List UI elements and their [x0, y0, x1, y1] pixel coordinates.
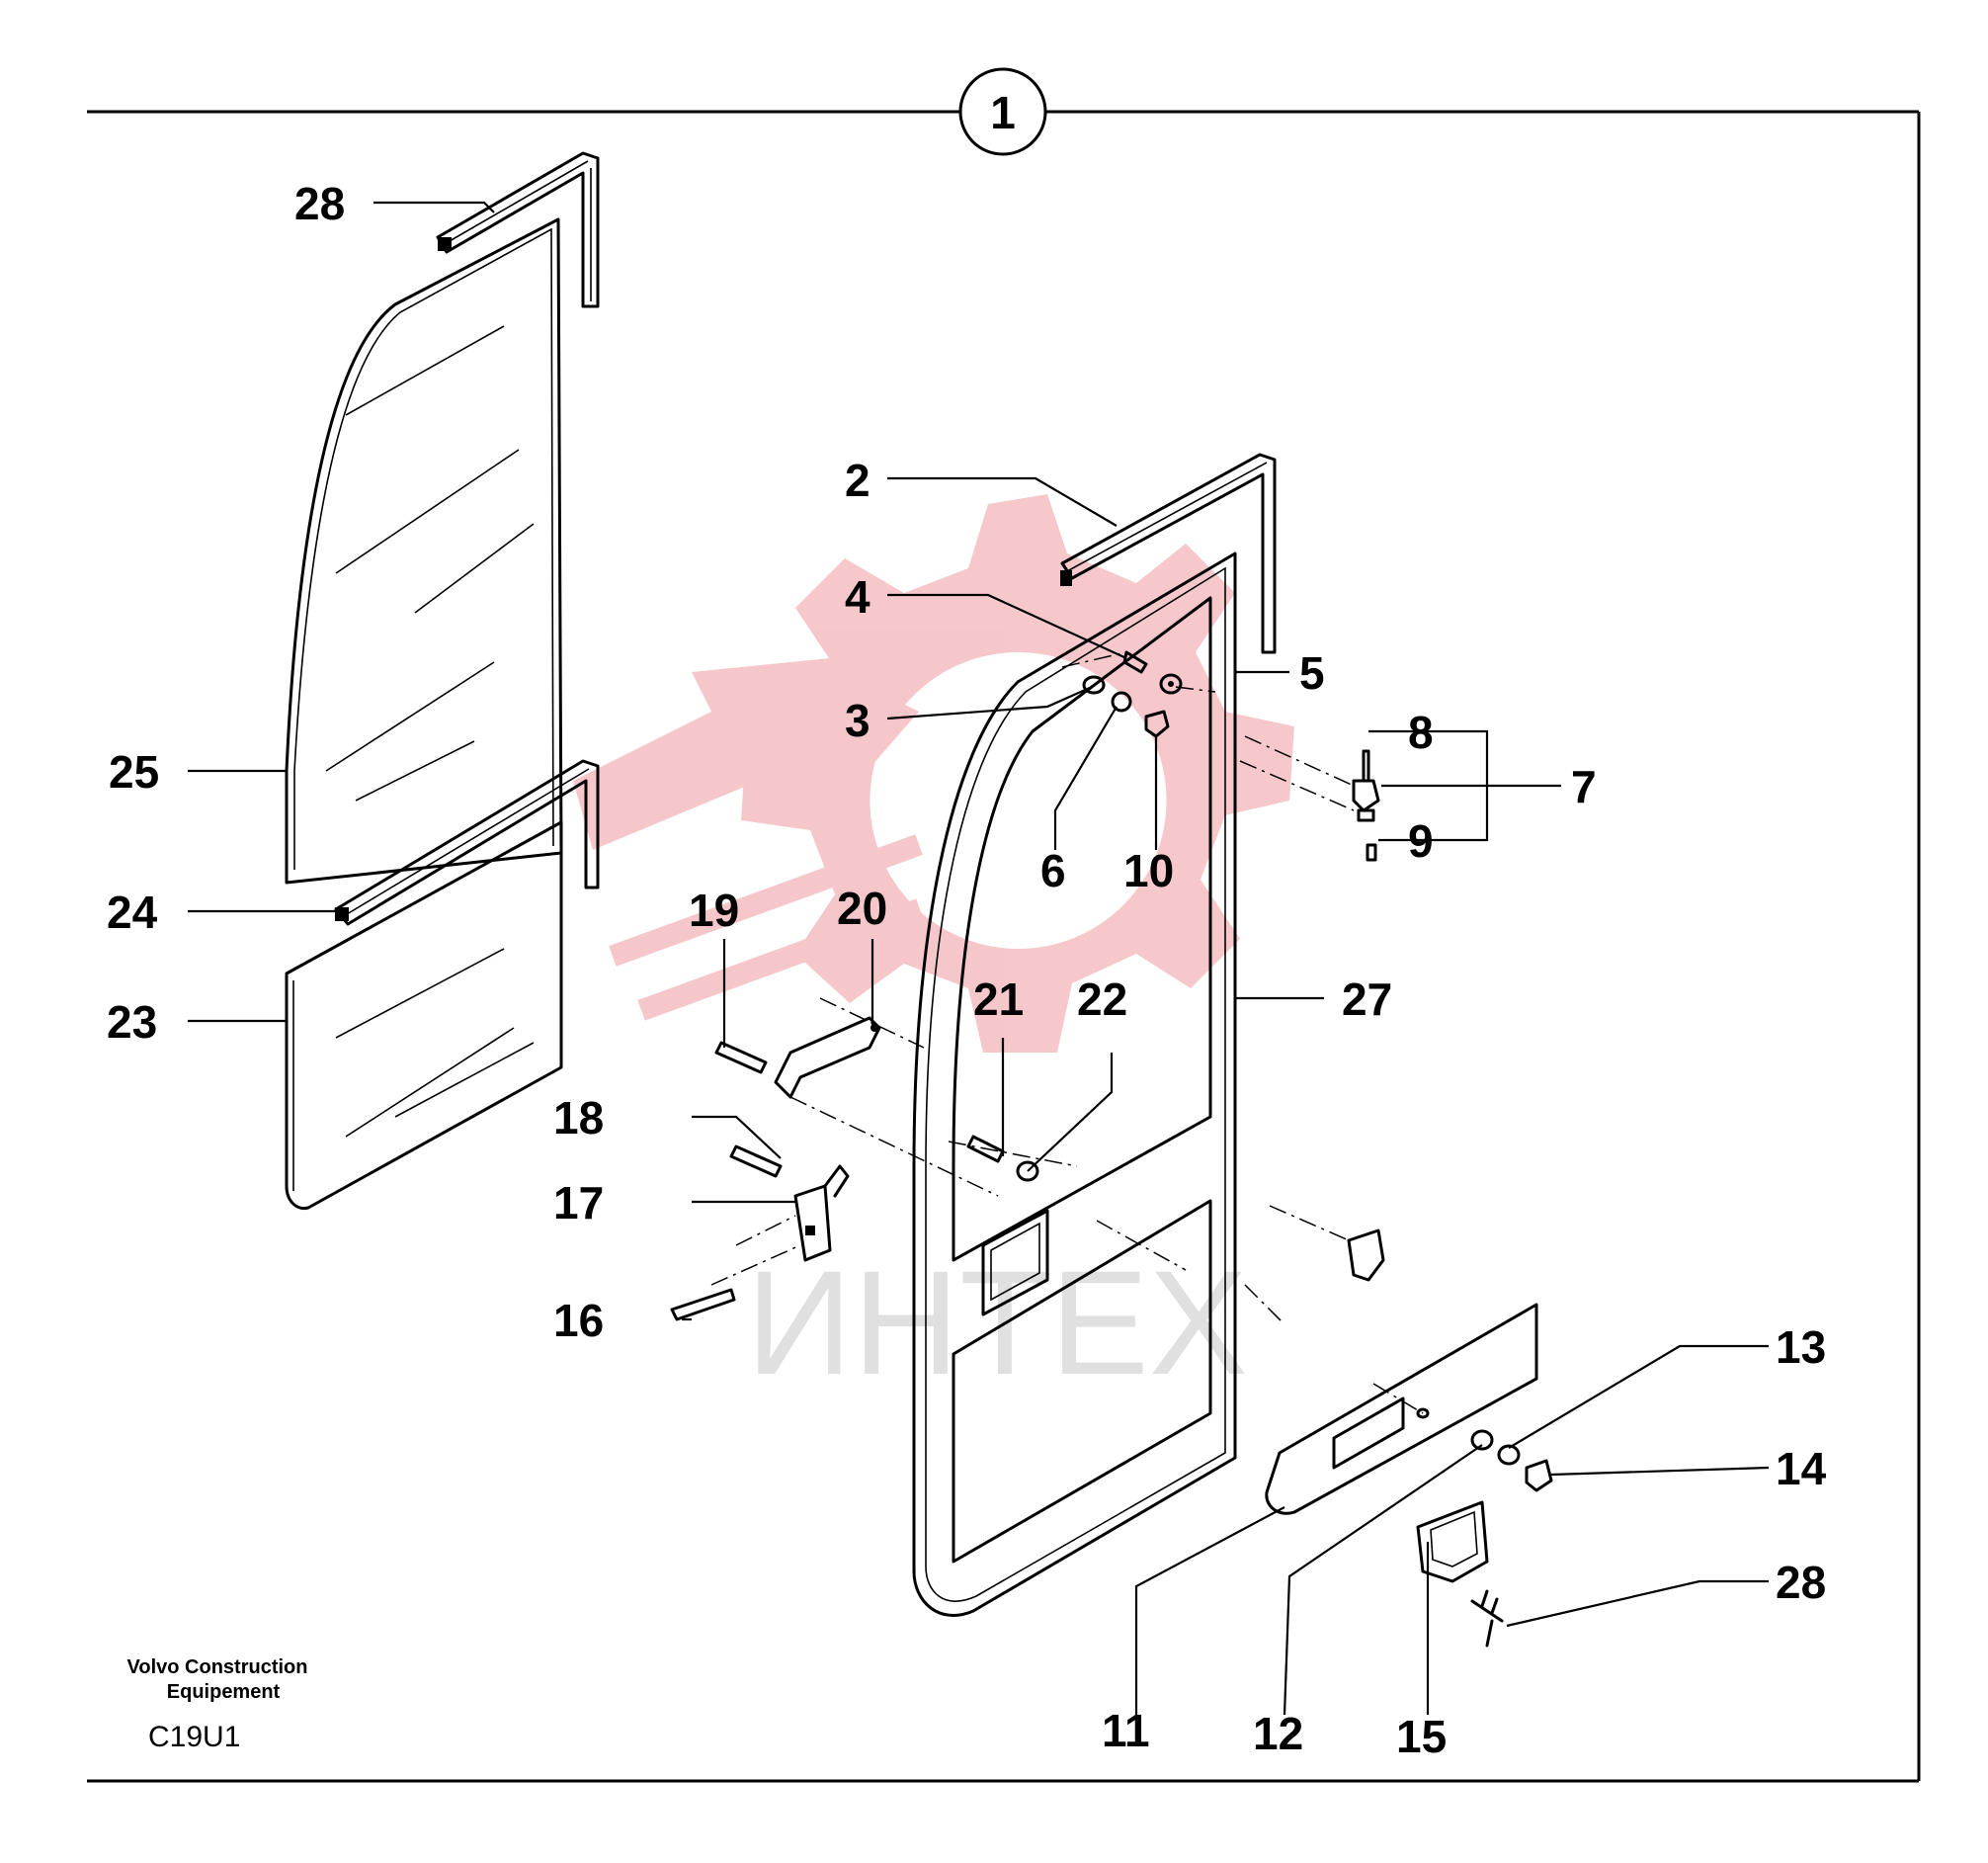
- callout-26: 28: [294, 178, 345, 229]
- screw-21: [966, 1135, 1005, 1163]
- callout-10: 10: [1123, 845, 1174, 896]
- upper-glass-25: [285, 217, 563, 885]
- frame: [87, 110, 1921, 1783]
- handle-17: [793, 1164, 850, 1262]
- callout-22: 22: [1077, 974, 1127, 1025]
- nut-10: [1144, 710, 1170, 738]
- callout-8: 8: [1408, 707, 1434, 758]
- caption-line-2: Equipement: [167, 1681, 281, 1703]
- assembly-callout-circle: [958, 67, 1047, 156]
- bracket-20: [774, 1016, 881, 1099]
- callout-2: 2: [845, 455, 870, 506]
- key-28: [1470, 1589, 1504, 1648]
- upper-seal-26: [436, 151, 600, 308]
- watermark-logo: [573, 494, 1294, 1053]
- bolt-16: [670, 1288, 736, 1321]
- callout-16: 16: [553, 1295, 604, 1346]
- washer-12: [1470, 1429, 1494, 1451]
- washer-13: [1497, 1444, 1521, 1466]
- washer-6: [1111, 691, 1132, 713]
- callout-28: 28: [1776, 1557, 1826, 1608]
- lock-14: [1525, 1459, 1553, 1492]
- callout-7: 7: [1571, 761, 1597, 812]
- lower-glass-23: [285, 820, 563, 1211]
- callout-6: 6: [1040, 845, 1066, 896]
- callout-25: 25: [109, 746, 159, 798]
- hinge-7: [1352, 749, 1380, 862]
- callout-24: 24: [107, 887, 158, 938]
- callout-21: 21: [973, 974, 1024, 1025]
- callout-18: 18: [553, 1092, 604, 1143]
- assembly-callout-label: 1: [990, 87, 1016, 138]
- upper-door-seal-2: [1060, 453, 1277, 654]
- callout-13: 13: [1776, 1321, 1826, 1373]
- watermark-arrow-icon: [573, 652, 919, 850]
- callout-5: 5: [1299, 647, 1325, 699]
- diagram-code: C19U1: [148, 1721, 240, 1753]
- callout-4: 4: [845, 571, 870, 623]
- callout-23: 23: [107, 996, 157, 1048]
- bolt-18: [729, 1144, 783, 1178]
- callout-27: 27: [1342, 974, 1392, 1025]
- lock-plate-11: [1265, 1303, 1538, 1515]
- callout-19: 19: [689, 885, 739, 936]
- watermark-bar: [609, 834, 923, 967]
- callout-3: 3: [845, 695, 870, 746]
- callout-20: 20: [837, 883, 887, 934]
- lower-hinge: [1269, 1205, 1385, 1282]
- callout-11: 11: [1102, 1705, 1150, 1756]
- washer-22: [1016, 1160, 1039, 1182]
- washer-3: [1082, 675, 1106, 695]
- callout-12: 12: [1253, 1708, 1303, 1759]
- screw-19: [714, 1041, 768, 1074]
- door-frame-27: [912, 551, 1237, 1617]
- latch-15: [1416, 1500, 1489, 1583]
- leader-lines: [188, 201, 1770, 1716]
- watermark-bar: [637, 898, 924, 1021]
- screw-4: [1122, 650, 1148, 674]
- washer-5: [1159, 673, 1183, 695]
- callout-14: 14: [1776, 1443, 1827, 1494]
- callout-9: 9: [1408, 815, 1434, 867]
- watermark-text: ИНТЕХ: [746, 1239, 1248, 1405]
- callout-15: 15: [1396, 1711, 1447, 1762]
- callout-17: 17: [553, 1177, 604, 1228]
- caption-line-1: Volvo Construction: [127, 1656, 308, 1678]
- lower-seal-24: [334, 759, 600, 926]
